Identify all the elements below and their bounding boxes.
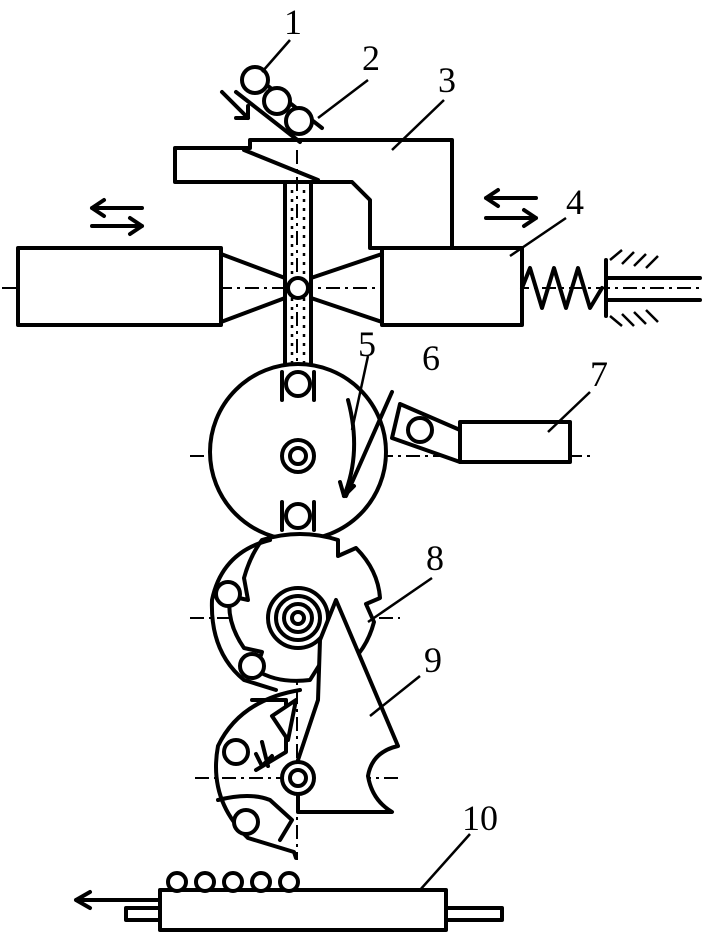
label-6: 6 bbox=[422, 338, 440, 378]
actuator bbox=[390, 402, 572, 464]
label-7: 7 bbox=[590, 354, 608, 394]
lower-guide bbox=[214, 688, 302, 860]
frame-block bbox=[173, 138, 454, 250]
label-3: 3 bbox=[438, 60, 456, 100]
part-6-leader bbox=[344, 390, 394, 498]
left-slide bbox=[16, 246, 287, 327]
label-9: 9 bbox=[424, 640, 442, 680]
rotary-disc bbox=[208, 362, 388, 542]
lever-plate bbox=[296, 598, 400, 814]
label-8: 8 bbox=[426, 538, 444, 578]
feed-tube bbox=[220, 65, 324, 144]
lever-pivot bbox=[280, 760, 316, 796]
clamped-ball bbox=[286, 276, 310, 300]
label-2: 2 bbox=[362, 38, 380, 78]
spring bbox=[520, 266, 604, 310]
label-10: 10 bbox=[462, 798, 498, 838]
label-leaders bbox=[261, 39, 591, 891]
output-conveyor bbox=[74, 871, 504, 932]
label-1: 1 bbox=[284, 2, 302, 42]
motion-arrows-right bbox=[484, 188, 538, 228]
label-5: 5 bbox=[358, 324, 376, 364]
right-slide bbox=[309, 246, 524, 327]
spring-stop bbox=[604, 249, 702, 327]
label-4: 4 bbox=[566, 182, 584, 222]
sprocket-guide bbox=[209, 538, 278, 692]
motion-arrows-left bbox=[90, 198, 144, 236]
